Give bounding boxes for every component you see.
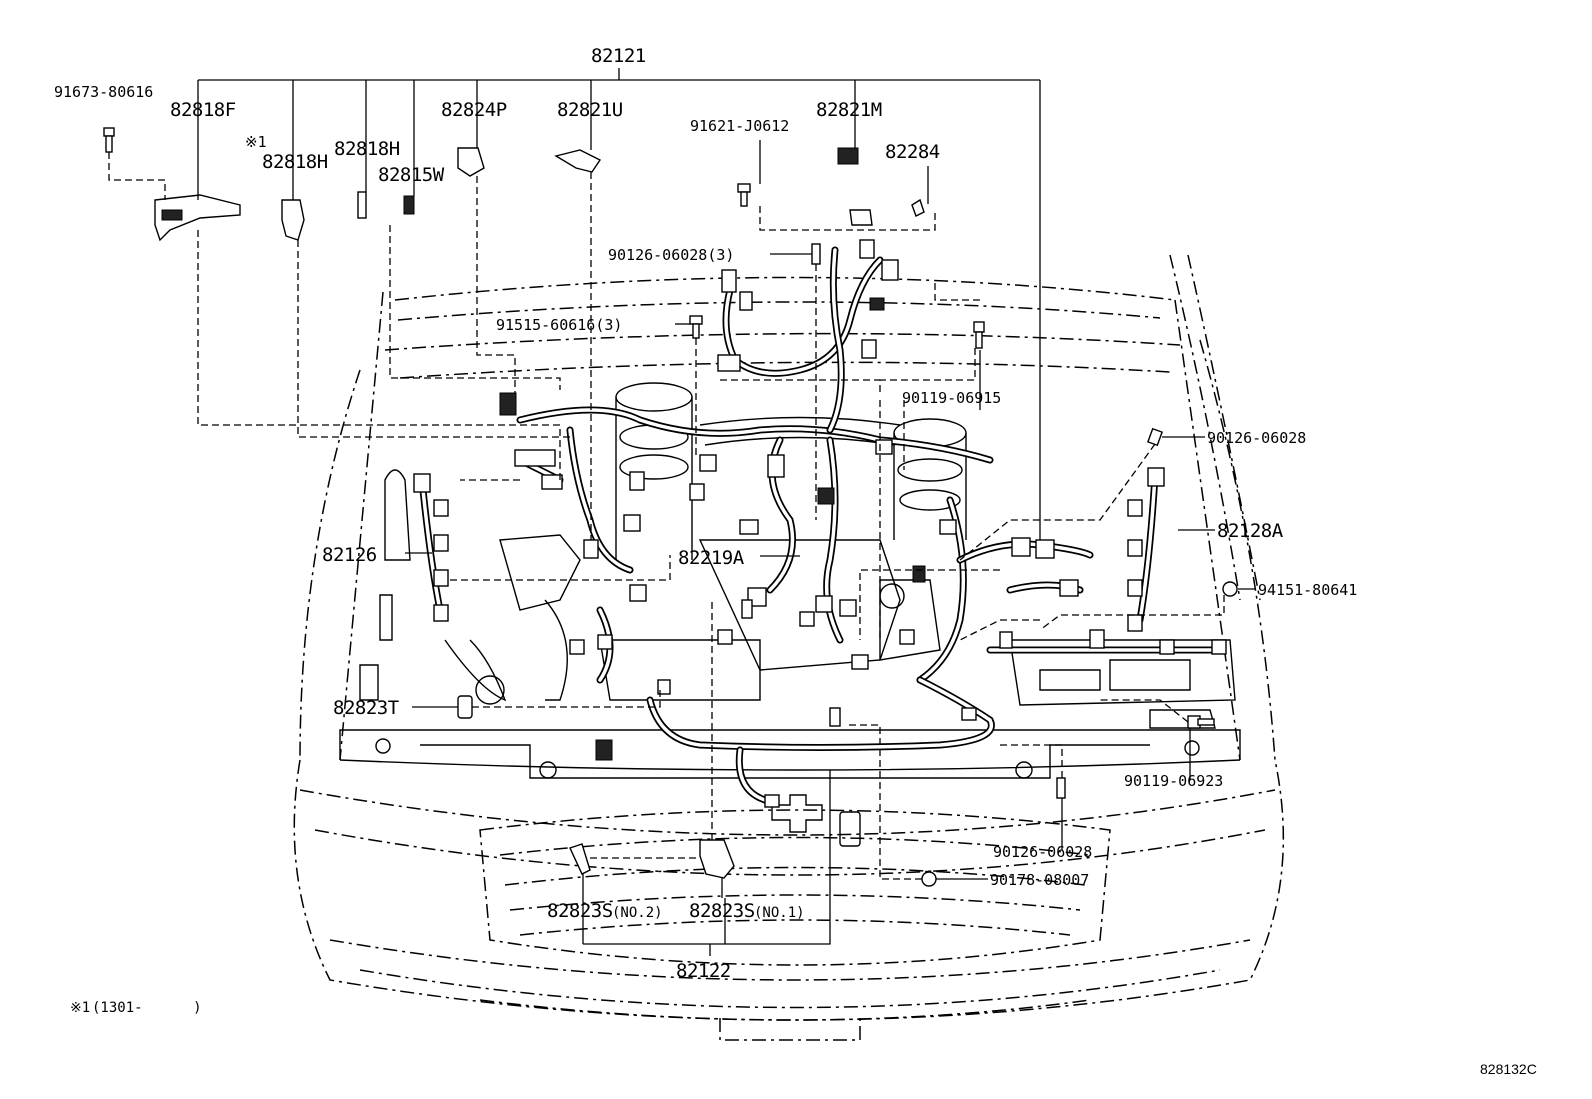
part-labels: 82121 91673-80616 82818F ※1 82818H 82818… — [54, 45, 1357, 982]
label-82823S-no2: 82823S — [547, 900, 613, 922]
diagram-code: 828132C — [1480, 1061, 1537, 1077]
label-82818F: 82818F — [170, 99, 236, 121]
label-90126-06028-bottom: 90126-06028 — [993, 843, 1092, 861]
label-82823S-no2-sub: (NO.2) — [612, 905, 663, 921]
engine-outline — [359, 382, 1236, 729]
label-82122: 82122 — [676, 960, 731, 982]
label-90126-06028-3: 90126-06028(3) — [608, 246, 734, 264]
label-82818H-a: 82818H — [262, 151, 328, 173]
label-82821U: 82821U — [557, 99, 623, 121]
label-82121: 82121 — [591, 45, 646, 67]
label-91621-J0612: 91621-J0612 — [690, 117, 789, 135]
label-82823S-no1-sub: (NO.1) — [754, 905, 805, 921]
ignition-coil-harness-left — [413, 473, 449, 622]
engine-wire-harness — [516, 246, 1224, 804]
label-90126-06028-right: 90126-06028 — [1207, 429, 1306, 447]
footnote-text: (1301- ) — [92, 1000, 202, 1016]
vehicle-body-outline — [293, 254, 1285, 1041]
harness-connectors — [499, 239, 1227, 808]
label-94151-80641: 94151-80641 — [1258, 581, 1357, 599]
label-90119-06923: 90119-06923 — [1124, 772, 1223, 790]
leader-lines — [197, 68, 1255, 956]
label-82821M: 82821M — [816, 99, 882, 121]
label-82823T: 82823T — [333, 697, 399, 719]
label-82126: 82126 — [322, 544, 377, 566]
label-82824P: 82824P — [441, 99, 507, 121]
label-82128A: 82128A — [1217, 520, 1284, 542]
label-82219A: 82219A — [678, 547, 745, 569]
label-91673-80616: 91673-80616 — [54, 83, 153, 101]
footnote-mark: ※1 — [70, 1000, 90, 1016]
label-82815W: 82815W — [378, 164, 445, 186]
label-82284: 82284 — [885, 141, 940, 163]
label-90178-08007: 90178-08007 — [990, 871, 1089, 889]
loose-parts — [103, 127, 1238, 887]
label-90119-06915: 90119-06915 — [902, 389, 1001, 407]
label-91515-60616-3: 91515-60616(3) — [496, 316, 622, 334]
label-82818H-b: 82818H — [334, 138, 400, 160]
label-82823S-no1: 82823S — [689, 900, 755, 922]
assembly-lines — [108, 152, 1225, 880]
ignition-coil-harness-right — [1127, 467, 1165, 632]
label-note-mark-1: ※1 — [245, 133, 267, 151]
